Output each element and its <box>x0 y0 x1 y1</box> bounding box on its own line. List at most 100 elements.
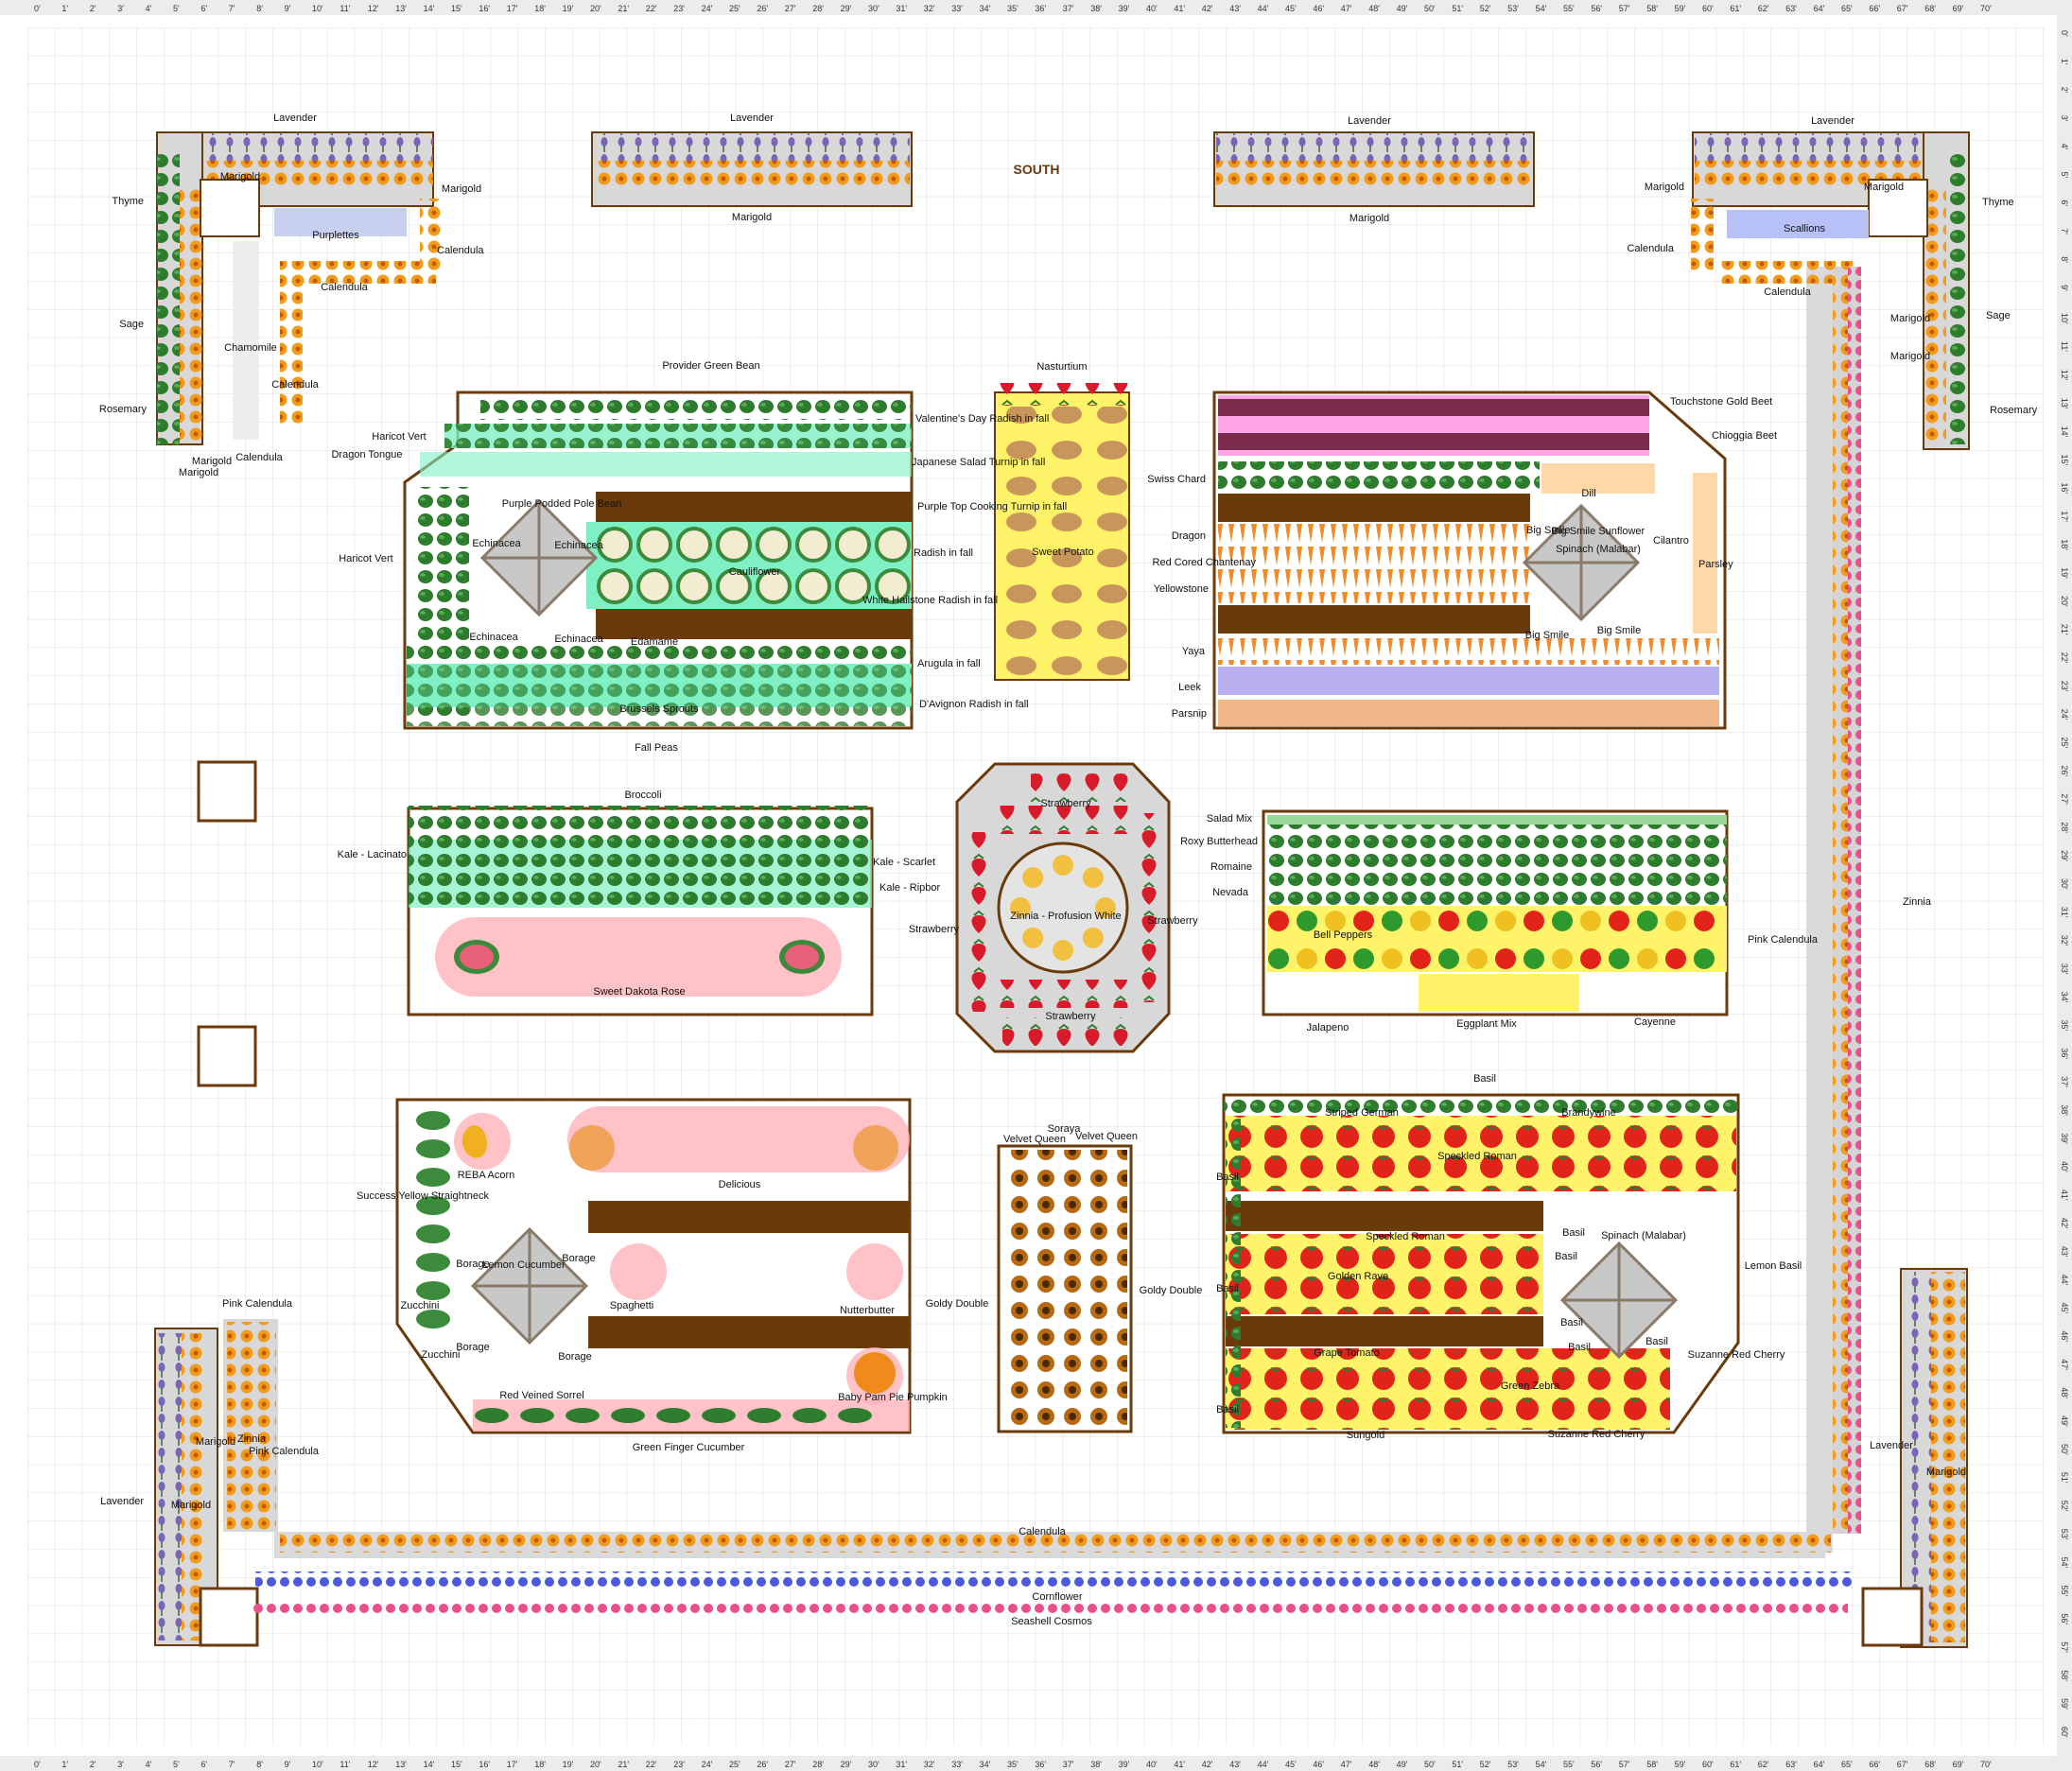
plant-label-red-cored: Red Cored Chantenay <box>1153 557 1257 568</box>
ruler-tick-label: 8' <box>256 4 263 13</box>
ruler-tick-label: 45' <box>1285 4 1297 13</box>
ruler-tick-label: 9' <box>285 1760 291 1769</box>
cornflower-border <box>255 1571 1854 1587</box>
plant-label-dragon-tongue: Dragon Tongue <box>331 449 402 460</box>
plant-label-nasturtium: Nasturtium <box>1036 361 1087 373</box>
trellis-4 <box>1559 1241 1679 1360</box>
ruler-tick-label: 11' <box>340 4 350 13</box>
ruler-tick-label: 58' <box>2060 1670 2069 1681</box>
ruler-tick-label: 31' <box>896 1760 907 1769</box>
plant-label-chamomile: Chamomile <box>224 342 277 354</box>
bell-pepper <box>1694 948 1715 969</box>
ruler-tick-label: 4' <box>146 4 152 13</box>
plant-label-touchstone: Touchstone Gold Beet <box>1670 396 1772 408</box>
ruler-tick-label: 53' <box>2060 1529 2069 1540</box>
plant-label-basil8: Basil <box>1216 1404 1239 1415</box>
plant-label-marigold-n2: Marigold <box>1349 213 1389 224</box>
ruler-tick-label: 39' <box>1119 1760 1130 1769</box>
cucumber-row <box>475 1408 872 1423</box>
plant-label-golden-rave: Golden Rave <box>1328 1271 1388 1282</box>
plant-label-basil1: Basil <box>1216 1172 1239 1183</box>
ruler-tick-label: 44' <box>1258 1760 1269 1769</box>
bell-pepper <box>1694 911 1715 931</box>
plant-label-basil6: Basil <box>1645 1336 1668 1347</box>
marigold-column <box>180 189 202 444</box>
ruler-tick-label: 64' <box>1814 4 1825 13</box>
zinnia-flower <box>1022 867 1044 889</box>
plant-label-marigold-ne2: Marigold <box>1864 182 1904 193</box>
plant-label-lavender-ne: Lavender <box>1811 115 1854 127</box>
ruler-tick-label: 19' <box>2060 567 2069 579</box>
ruler-tick-label: 37' <box>1063 1760 1074 1769</box>
plant-label-japanese-turnip: Japanese Salad Turnip in fall <box>912 457 1045 468</box>
plant-label-leek: Leek <box>1178 682 1201 693</box>
cauliflower-head <box>795 568 831 604</box>
ruler-tick-label: 6' <box>2060 200 2069 206</box>
ruler-tick-label: 69' <box>1953 1760 1964 1769</box>
ruler-tick-label: 6' <box>200 4 207 13</box>
plant-label-lavender-n2: Lavender <box>1348 115 1391 127</box>
ruler-tick-label: 23' <box>673 1760 685 1769</box>
ruler-tick-label: 61' <box>1730 1760 1741 1769</box>
bell-pepper <box>1353 911 1374 931</box>
ruler-tick-label: 7' <box>2060 228 2069 234</box>
plant-label-haricot-vert2: Haricot Vert <box>339 553 392 564</box>
ruler-tick-label: 59' <box>1675 4 1686 13</box>
ruler-tick-label: 13' <box>2060 398 2069 409</box>
plant-label-strawberry3: Strawberry <box>1147 915 1198 927</box>
plant-label-delicious: Delicious <box>719 1179 761 1190</box>
cucumber <box>792 1408 827 1423</box>
bottom-ruler <box>0 1756 2072 1771</box>
plant-label-soraya: Soraya <box>1048 1123 1082 1135</box>
ruler-tick-label: 36' <box>1035 4 1046 13</box>
ruler-tick-label: 57' <box>1619 4 1630 13</box>
plant-label-green-zebra: Green Zebra <box>1501 1380 1560 1392</box>
bell-pepper <box>1268 948 1289 969</box>
ruler-tick-label: 44' <box>2060 1275 2069 1286</box>
ruler-tick-label: 1' <box>2060 59 2069 65</box>
purplettes-row <box>274 208 407 236</box>
ruler-tick-label: 42' <box>1202 4 1213 13</box>
sw-corner-bed <box>154 1319 278 1647</box>
ruler-tick-label: 10' <box>2060 313 2069 324</box>
ruler-tick-label: 32' <box>2060 935 2069 946</box>
ruler-tick-label: 15' <box>451 4 462 13</box>
plant-label-suzanne2: Suzanne Red Cherry <box>1548 1429 1645 1440</box>
ruler-tick-label: 28' <box>812 1760 824 1769</box>
ruler-tick-label: 39' <box>2060 1133 2069 1144</box>
plant-label-lavender-sw: Lavender <box>100 1496 144 1507</box>
plant-label-calendula-nw4: Calendula <box>235 452 283 463</box>
bell-pepper <box>1268 911 1289 931</box>
ruler-tick-label: 20' <box>590 4 601 13</box>
ruler-tick-label: 4' <box>2060 144 2069 150</box>
plant-label-purple-top-turnip: Purple Top Cooking Turnip in fall <box>917 501 1067 512</box>
plant-label-provider-bean: Provider Green Bean <box>662 360 759 372</box>
sunflower-bed <box>997 1144 1133 1433</box>
ruler-tick-label: 26' <box>2060 765 2069 776</box>
plant-label-spinach-malabar2: Spinach (Malabar) <box>1601 1230 1686 1241</box>
zinnia-flower <box>1022 927 1044 948</box>
plant-label-lemon-basil: Lemon Basil <box>1745 1260 1802 1272</box>
ruler-tick-label: 56' <box>2060 1613 2069 1624</box>
bell-pepper <box>1410 911 1431 931</box>
ruler-tick-label: 33' <box>2060 964 2069 975</box>
plant-label-goldy-double2: Goldy Double <box>1140 1285 1203 1296</box>
ruler-tick-label: 43' <box>1229 1760 1241 1769</box>
plant-label-echinacea2: Echinacea <box>554 540 603 551</box>
ruler-tick-label: 47' <box>1341 4 1352 13</box>
ruler-tick-label: 3' <box>2060 115 2069 122</box>
strawberry-bed <box>955 762 1171 1053</box>
cauliflower-head <box>756 527 792 563</box>
plant-label-purple-podded: Purple Podded Pole Bean <box>502 498 622 510</box>
bell-pepper <box>1637 911 1658 931</box>
plant-label-spinach-malabar1: Spinach (Malabar) <box>1556 544 1641 555</box>
north-lavender-bed-1 <box>591 131 913 207</box>
plant-label-calendula-s: Calendula <box>1019 1526 1066 1537</box>
ruler-tick-label: 41' <box>1174 1760 1185 1769</box>
calendula-border <box>280 1532 1831 1553</box>
bell-pepper <box>1495 948 1516 969</box>
ruler-tick-label: 33' <box>951 1760 963 1769</box>
bell-pepper <box>1382 948 1402 969</box>
ruler-tick-label: 34' <box>2060 992 2069 1003</box>
plant-label-nutterbutter: Nutterbutter <box>840 1305 895 1316</box>
